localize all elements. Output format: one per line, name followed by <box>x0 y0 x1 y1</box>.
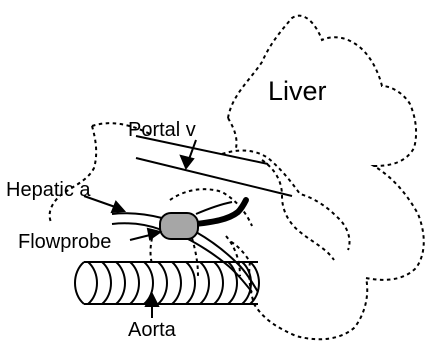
aorta-ring <box>130 262 139 304</box>
portal-vein-label: Portal v <box>128 119 196 141</box>
flowprobe-arrowhead <box>148 229 160 239</box>
aorta-ring <box>228 262 237 304</box>
aorta-ring <box>102 262 111 304</box>
probe-cable <box>196 200 246 224</box>
aorta-left-end <box>75 262 84 304</box>
hepatic-artery-arrowhead <box>112 202 124 212</box>
liver-upper-notch-line <box>228 118 237 148</box>
portal-vein-lower-wall <box>136 158 292 196</box>
flowprobe-body <box>160 213 198 239</box>
aorta-ring <box>214 262 223 304</box>
liver-lobe-fold-line <box>262 160 334 260</box>
aorta-ring <box>186 262 195 304</box>
aorta-ring <box>88 262 97 304</box>
left-organ-outline <box>50 126 97 224</box>
lower-left-dashed-line <box>151 238 153 264</box>
aorta-label: Aorta <box>128 319 177 341</box>
hepatic-artery-lower-wall <box>112 223 162 230</box>
aorta-ring <box>200 262 209 304</box>
liver-label: Liver <box>268 76 327 106</box>
aorta-ring <box>158 262 167 304</box>
liver-inner-lobe-line <box>222 151 350 250</box>
portal-vein-arrowhead <box>181 156 193 168</box>
hepatic-artery-label: Hepatic a <box>6 179 91 201</box>
flowprobe-label: Flowprobe <box>18 231 111 253</box>
aorta-ring <box>172 262 181 304</box>
aorta-ring <box>116 262 125 304</box>
